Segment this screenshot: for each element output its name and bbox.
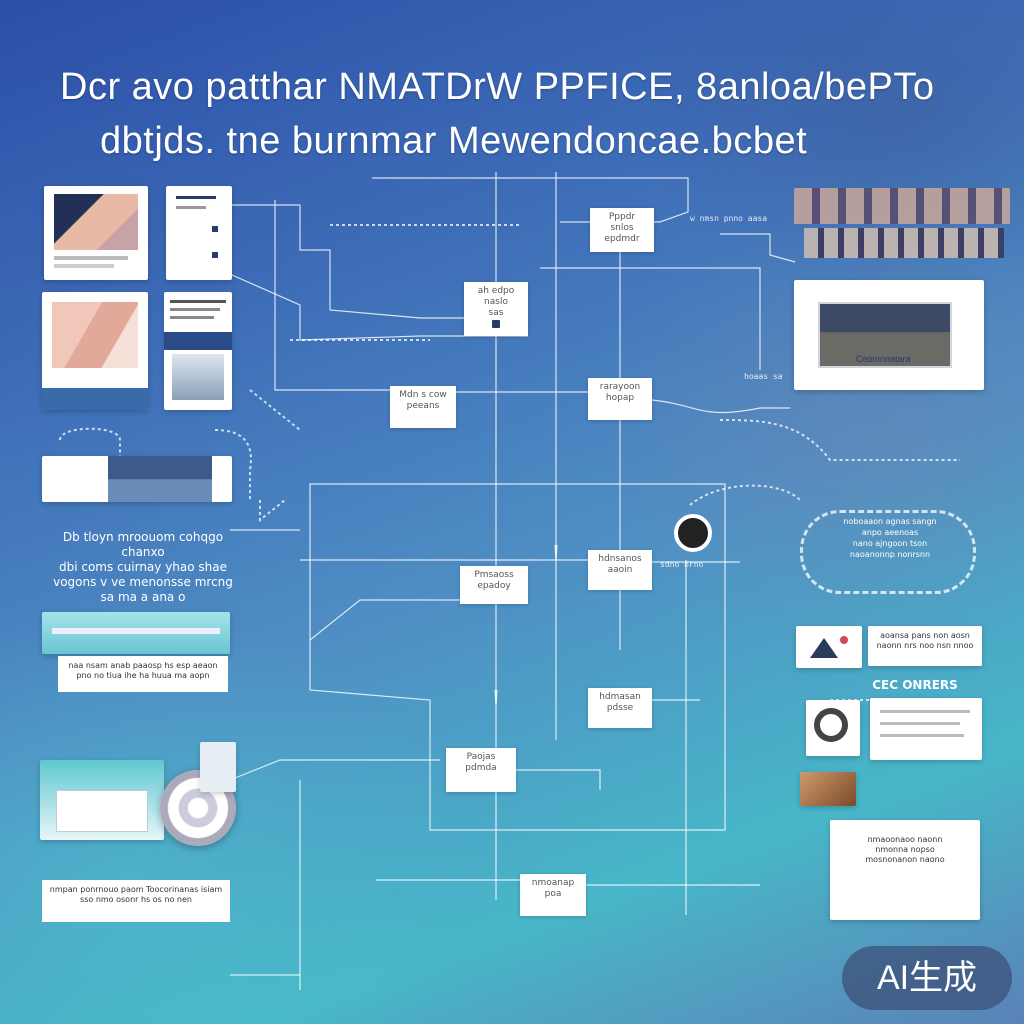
document-card-1[interactable] xyxy=(166,186,232,280)
photo-strip-top-right[interactable] xyxy=(794,188,1010,268)
text-lines xyxy=(170,316,214,319)
screen-card[interactable]: Ceomnnatara xyxy=(794,280,984,390)
blue-band xyxy=(164,332,232,350)
flow-node-9[interactable]: nmoanap poa xyxy=(520,874,586,916)
photo-image xyxy=(804,228,1004,258)
bullet-icon xyxy=(212,226,218,232)
rail xyxy=(52,628,220,634)
gauge-icon xyxy=(814,708,848,742)
mid-right-note: hoaas sa xyxy=(744,372,783,381)
text-lines xyxy=(880,722,960,725)
photo-image xyxy=(172,354,224,400)
flow-node-3[interactable]: Mdn s cow peeans xyxy=(390,386,456,428)
node-label: ah edpo naslo sas xyxy=(478,286,515,318)
photo-image xyxy=(108,456,212,502)
photo-image xyxy=(794,188,1010,224)
note-card-text: aoansa pans non aosn naonn nrs noo nsn n… xyxy=(868,626,982,666)
circle-label: sdno orno xyxy=(660,560,703,569)
note-card-right[interactable]: aoansa pans non aosn naonn nrs noo nsn n… xyxy=(868,626,982,666)
banner-card[interactable] xyxy=(42,456,232,502)
thumbnail-card-2[interactable] xyxy=(42,292,148,410)
small-device xyxy=(200,742,236,792)
node-label: rarayoon hopap xyxy=(600,382,640,403)
text-lines xyxy=(54,256,128,260)
flow-node-1[interactable]: Pppdr snlos epdmdr xyxy=(590,208,654,252)
text-lines xyxy=(170,308,220,311)
text-lines xyxy=(54,264,114,268)
flow-node-6[interactable]: hdnsanos aaoin xyxy=(588,550,652,590)
machine-panel[interactable] xyxy=(42,612,230,654)
sun-icon xyxy=(840,636,848,644)
mountain-icon xyxy=(810,638,838,658)
left-label-strip-2: nmpan ponrnouo paom Toocorinanas isiam s… xyxy=(42,880,230,922)
node-label: Pmsaoss epadoy xyxy=(474,570,513,591)
panel-face xyxy=(56,790,148,832)
text-lines xyxy=(880,710,970,713)
pill-text: noboaaon agnas sangn anpo aeenoas nano a… xyxy=(808,516,972,560)
node-label: hdmasan pdsse xyxy=(599,692,641,713)
flow-node-7[interactable]: hdmasan pdsse xyxy=(588,688,652,728)
photo-image xyxy=(52,302,138,368)
cluster-title: CEC ONRERS xyxy=(870,678,960,693)
bullet-icon xyxy=(212,252,218,258)
thumbnail-card-1[interactable] xyxy=(44,186,148,280)
screen-caption: Ceomnnatara xyxy=(856,354,911,364)
top-right-note: w nmsn pnno aasa xyxy=(690,214,767,223)
flow-node-4[interactable]: rarayoon hopap xyxy=(588,378,652,420)
text-lines xyxy=(176,206,206,209)
flow-node-8[interactable]: Paojas pdmda xyxy=(446,748,516,792)
text-lines xyxy=(176,196,216,199)
node-label: Paojas pdmda xyxy=(465,752,496,773)
photo-image xyxy=(54,194,138,250)
description-text: Db tloyn mroouom cohqgo chanxo dbi coms … xyxy=(48,530,238,605)
gauge-card[interactable] xyxy=(806,700,860,756)
bottom-right-card[interactable]: nmaoonaoo naonn nmonna nopso mosnonanon … xyxy=(830,820,980,920)
flow-node-5[interactable]: Pmsaoss epadoy xyxy=(460,566,528,604)
photo-card-small[interactable] xyxy=(800,772,856,806)
chart-thumb-card[interactable] xyxy=(796,626,862,668)
flow-node-2[interactable]: ah edpo naslo sas xyxy=(464,282,528,336)
text-lines xyxy=(170,300,226,303)
bottom-card-text: nmaoonaoo naonn nmonna nopso mosnonanon … xyxy=(830,830,980,910)
footer-bar xyxy=(42,388,148,410)
equipment-panel[interactable] xyxy=(40,760,164,840)
left-label-strip-1: naa nsam anab paaosp hs esp aeaon pno no… xyxy=(58,656,228,692)
arrow-icon xyxy=(492,320,500,328)
camera-icon[interactable] xyxy=(674,514,712,552)
lines-card-right[interactable] xyxy=(870,698,982,760)
node-label: nmoanap poa xyxy=(532,878,574,899)
node-label: Mdn s cow peeans xyxy=(399,390,446,411)
text-lines xyxy=(880,734,964,737)
node-label: hdnsanos aaoin xyxy=(598,554,641,575)
node-label: Pppdr snlos epdmdr xyxy=(604,212,639,244)
ai-generated-badge: AI生成 xyxy=(842,946,1012,1010)
document-card-2[interactable] xyxy=(164,292,232,410)
